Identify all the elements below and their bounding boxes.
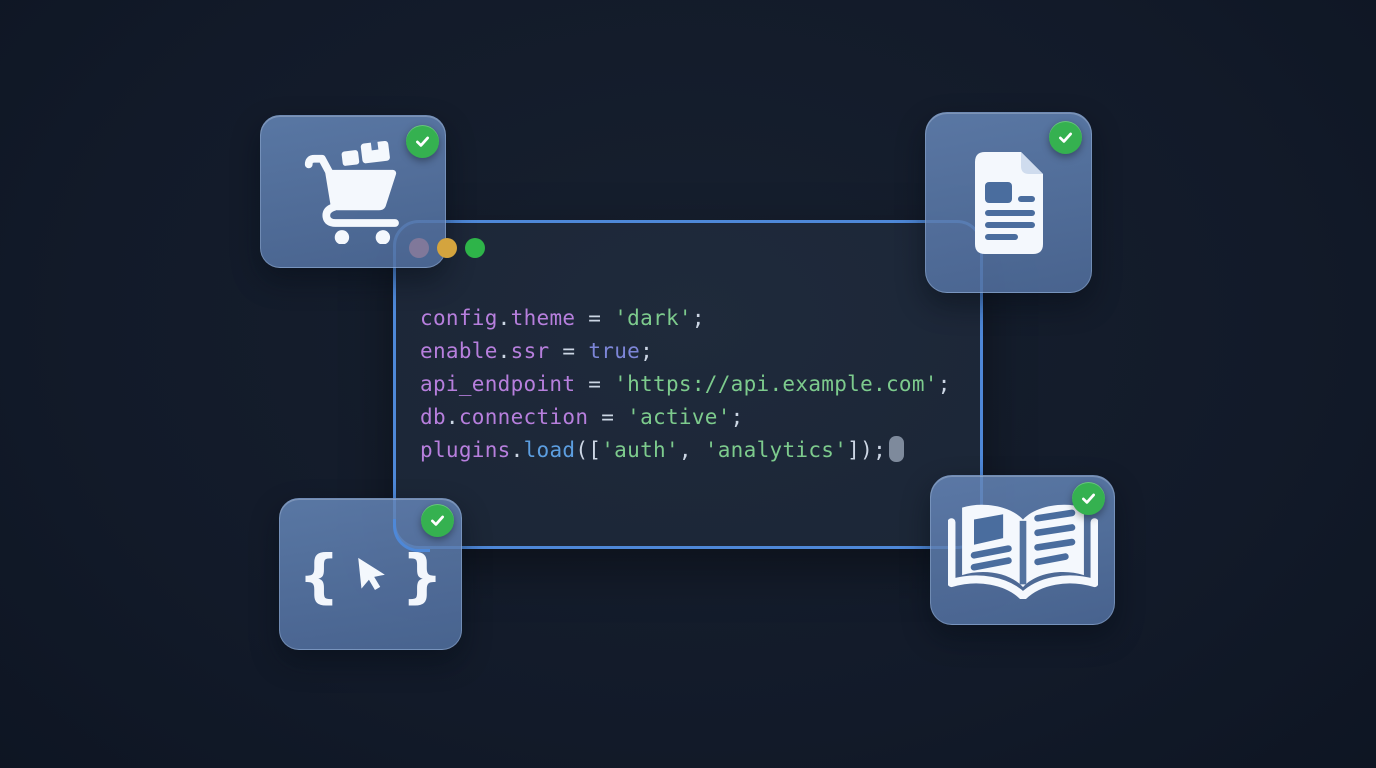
code-line: db.connection = 'active'; — [420, 401, 951, 434]
code-token: ; — [691, 306, 705, 330]
code-editor-content[interactable]: config.theme = 'dark';enable.ssr = true;… — [420, 302, 951, 467]
code-token: ]) — [847, 438, 874, 462]
shopping-cart-icon — [304, 139, 399, 244]
check-icon — [1082, 493, 1095, 504]
code-token: load — [523, 438, 576, 462]
status-check-badge-braces — [421, 504, 454, 537]
code-line: api_endpoint = 'https://api.example.com'… — [420, 368, 951, 401]
code-token: 'https://api.example.com' — [614, 372, 938, 396]
code-token: 'dark' — [614, 306, 692, 330]
code-token: . — [497, 306, 511, 330]
code-line: plugins.load(['auth', 'analytics']); — [420, 434, 951, 467]
window-control-dot-1[interactable] — [409, 238, 429, 258]
tile-shopping-cart[interactable] — [260, 115, 446, 268]
code-token: api_endpoint — [420, 372, 576, 396]
code-token: ([ — [575, 438, 602, 462]
code-token: = — [575, 372, 615, 396]
code-window — [393, 220, 983, 549]
code-token: 'auth' — [601, 438, 679, 462]
code-token: plugins — [420, 438, 511, 462]
code-token: ; — [937, 372, 951, 396]
code-line: enable.ssr = true; — [420, 335, 951, 368]
status-check-badge-cart — [406, 125, 439, 158]
check-icon — [416, 136, 429, 147]
check-icon — [431, 515, 444, 526]
code-token: ; — [873, 438, 887, 462]
brace-close-glyph: } — [401, 542, 443, 610]
code-token: enable — [420, 339, 498, 363]
code-token: . — [445, 405, 459, 429]
code-token: ssr — [510, 339, 550, 363]
document-icon — [974, 151, 1043, 254]
code-token: . — [510, 438, 524, 462]
code-token: connection — [458, 405, 589, 429]
code-token: 'analytics' — [704, 438, 848, 462]
status-check-badge-document — [1049, 121, 1082, 154]
window-controls — [409, 238, 485, 258]
code-token: 'active' — [627, 405, 731, 429]
code-token: . — [497, 339, 511, 363]
code-token: theme — [510, 306, 576, 330]
code-braces-cursor-icon: { } — [298, 547, 443, 605]
code-token: = — [549, 339, 589, 363]
brace-open-glyph: { — [298, 542, 340, 610]
code-line: config.theme = 'dark'; — [420, 302, 951, 335]
code-token: true — [588, 339, 641, 363]
code-token: = — [575, 306, 615, 330]
code-token: config — [420, 306, 498, 330]
code-token: , — [678, 438, 705, 462]
code-token: = — [588, 405, 628, 429]
window-control-dot-2[interactable] — [437, 238, 457, 258]
code-token: ; — [730, 405, 744, 429]
check-icon — [1059, 132, 1072, 143]
status-check-badge-book — [1072, 482, 1105, 515]
code-token: ; — [640, 339, 654, 363]
cursor-arrow-icon — [357, 557, 385, 591]
text-cursor — [889, 436, 905, 462]
open-book-icon — [947, 504, 1098, 599]
window-control-dot-3[interactable] — [465, 238, 485, 258]
code-token: db — [420, 405, 446, 429]
